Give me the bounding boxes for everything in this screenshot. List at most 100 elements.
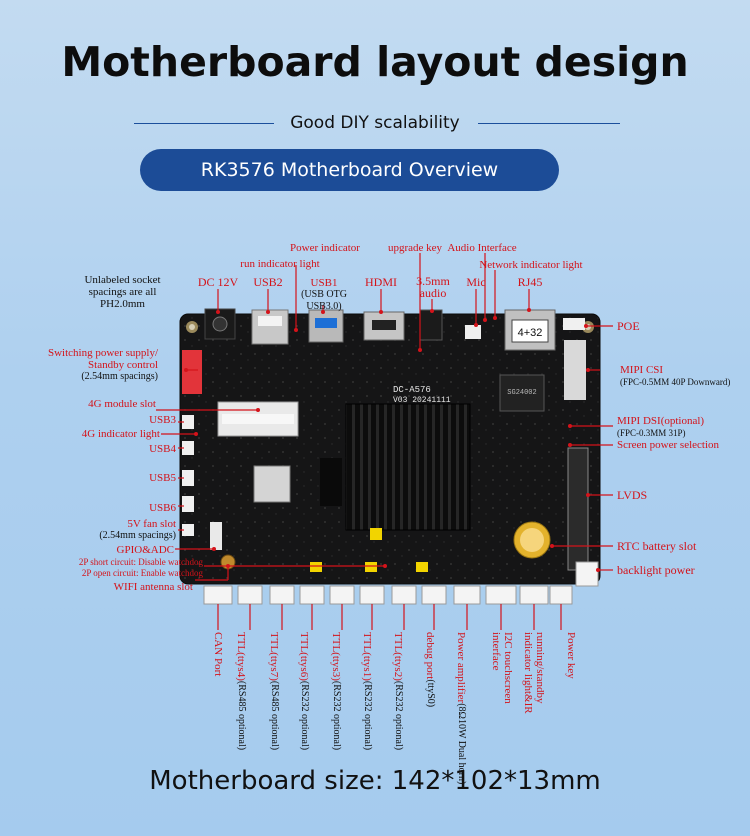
board-size: Motherboard size: 142*102*13mm (149, 766, 601, 796)
label-usb1: USB1 (USB OTG USB3.0) (298, 277, 350, 313)
mipi-csi-subtext: (FPC-0.5MM 40P Downward) (620, 377, 731, 387)
label-run-indicator: run indicator light (240, 258, 320, 270)
ttys4-subtext: (RS485 optional) (236, 680, 247, 751)
label-ttys2: TTL(ttys2)(RS232 optional) (392, 632, 404, 750)
audio-jack (419, 309, 443, 341)
label-fan-slot: 5V fan slot (2.54mm spacings) (40, 518, 176, 542)
label-ttys7: TTL(ttys7)(RS485 optional) (268, 632, 280, 750)
rj45-badge: 4+32 (518, 327, 543, 339)
switching-power-subtext: (2.54mm spacings) (81, 371, 158, 382)
i2c-socket (485, 585, 517, 605)
ttys7-text: TTL(ttys7) (268, 632, 280, 681)
label-i2c-touch: I2C touchscreen interface (490, 632, 514, 704)
overview-banner: RK3576 Motherboard Overview (140, 149, 559, 191)
usb5-socket (182, 470, 194, 486)
label-ttys1: TTL(ttys1)(RS232 optional) (361, 632, 373, 750)
ttys2-text: TTL(ttys2) (392, 632, 404, 681)
ttys6-text: TTL(ttys6) (298, 632, 310, 681)
fan-socket (182, 524, 194, 536)
label-usb4: USB4 (149, 443, 176, 455)
ttys6-subtext: (RS232 optional) (299, 680, 310, 751)
ttys4-text: TTL(ttys4) (235, 632, 247, 681)
spacing-note: Unlabeled socket spacings are all PH2.0m… (84, 274, 161, 310)
page-title: Motherboard layout design (61, 38, 689, 86)
ttys3-subtext: (RS232 optional) (331, 680, 342, 751)
label-usb3: USB3 (149, 414, 176, 426)
usb3-socket (182, 415, 194, 429)
power-key-socket (549, 585, 573, 605)
ttys7-socket (269, 585, 295, 605)
lvds-header (567, 447, 589, 571)
label-power-key: Power key (565, 632, 577, 679)
ttys4-socket (237, 585, 263, 605)
ttys2-subtext: (RS232 optional) (393, 680, 404, 751)
label-wifi-antenna: WIFI antenna slot (113, 581, 193, 593)
jumper-label-23 (365, 562, 377, 572)
run-standby-socket (519, 585, 549, 605)
debug-text: debug port (424, 632, 436, 680)
ttys1-text: TTL(ttys1) (361, 632, 373, 681)
wifi-module (253, 465, 291, 503)
mic-socket (465, 325, 481, 339)
silk-model: DC-A576 (393, 385, 431, 395)
label-audio-interface: Audio Interface (447, 242, 517, 254)
fan-slot-text: 5V fan slot (127, 518, 176, 530)
label-audio: 3.5mm audio (416, 274, 450, 300)
label-ttys4: TTL(ttys4)(RS485 optional) (235, 632, 247, 750)
mipi-dsi-subtext: (FPC-0.3MM 31P) (617, 428, 686, 438)
mipi-csi-text: MIPI CSI (620, 364, 664, 376)
ttys2-socket (391, 585, 417, 605)
debug-subtext: (ttyS0) (425, 679, 436, 708)
label-backlight: backlight power (617, 563, 695, 577)
subtitle-right-line (478, 123, 620, 124)
usb2-port (251, 309, 289, 345)
ttys7-subtext: (RS485 optional) (269, 680, 280, 751)
page-subtitle: Good DIY scalability (290, 113, 460, 133)
label-4g-indicator: 4G indicator light (81, 428, 160, 440)
amp-text: Power amplifier (455, 632, 467, 704)
poe-header (563, 318, 585, 330)
ttys1-socket (359, 585, 385, 605)
label-mipi-csi: MIPI CSI (FPC-0.5MM 40P Downward) (620, 364, 730, 388)
usb1-text: USB1 (310, 277, 338, 289)
label-run-standby: running/standby indicator light&IR (522, 632, 546, 714)
debug-socket (421, 585, 447, 605)
label-rtc-battery: RTC battery slot (617, 539, 697, 553)
label-poe: POE (617, 319, 640, 333)
label-usb5: USB5 (149, 472, 176, 484)
backlight-socket (575, 561, 599, 587)
network-chip (499, 374, 545, 412)
switching-power-text: Switching power supply/ Standby control (48, 347, 158, 371)
label-screen-power: Screen power selection (617, 439, 720, 451)
label-can-port: CAN Port (212, 632, 224, 677)
label-watchdog-short: 2P short circuit: Disable watchdog (78, 557, 203, 567)
ttys3-text: TTL(ttys3) (330, 632, 342, 681)
label-debug-port: debug port(ttyS0) (424, 632, 436, 707)
ram-chip (320, 458, 342, 506)
jumper-label-2p-b (416, 562, 428, 572)
amp-subtext: (8Ω10W Dual horn) (456, 703, 467, 785)
heatsink (345, 403, 471, 531)
mipi-csi-fpc (564, 340, 586, 400)
ttys6-socket (299, 585, 325, 605)
label-power-indicator: Power indicator (290, 242, 360, 254)
label-dc-12v: DC 12V (197, 275, 239, 289)
label-watchdog-open: 2P open circuit: Enable watchdog (81, 568, 203, 578)
label-switching-power: Switching power supply/ Standby control … (10, 347, 158, 383)
label-gpio-adc: GPIO&ADC (116, 544, 174, 556)
label-rj45: RJ45 (517, 275, 543, 289)
label-power-amplifier: Power amplifier(8Ω10W Dual horn) (455, 632, 467, 784)
usb6-socket (182, 496, 194, 512)
gpio-header (210, 522, 222, 550)
ttys3-socket (329, 585, 355, 605)
label-mic: Mic (466, 275, 486, 289)
label-usb6: USB6 (149, 502, 176, 514)
label-4g-module: 4G module slot (88, 398, 156, 410)
usb4-socket (182, 441, 194, 455)
label-network-light: Network indicator light (479, 259, 583, 271)
subtitle-left-line (134, 123, 274, 124)
label-lvds: LVDS (617, 488, 648, 502)
amp-socket (453, 585, 481, 605)
label-ttys6: TTL(ttys6)(RS232 optional) (298, 632, 310, 750)
